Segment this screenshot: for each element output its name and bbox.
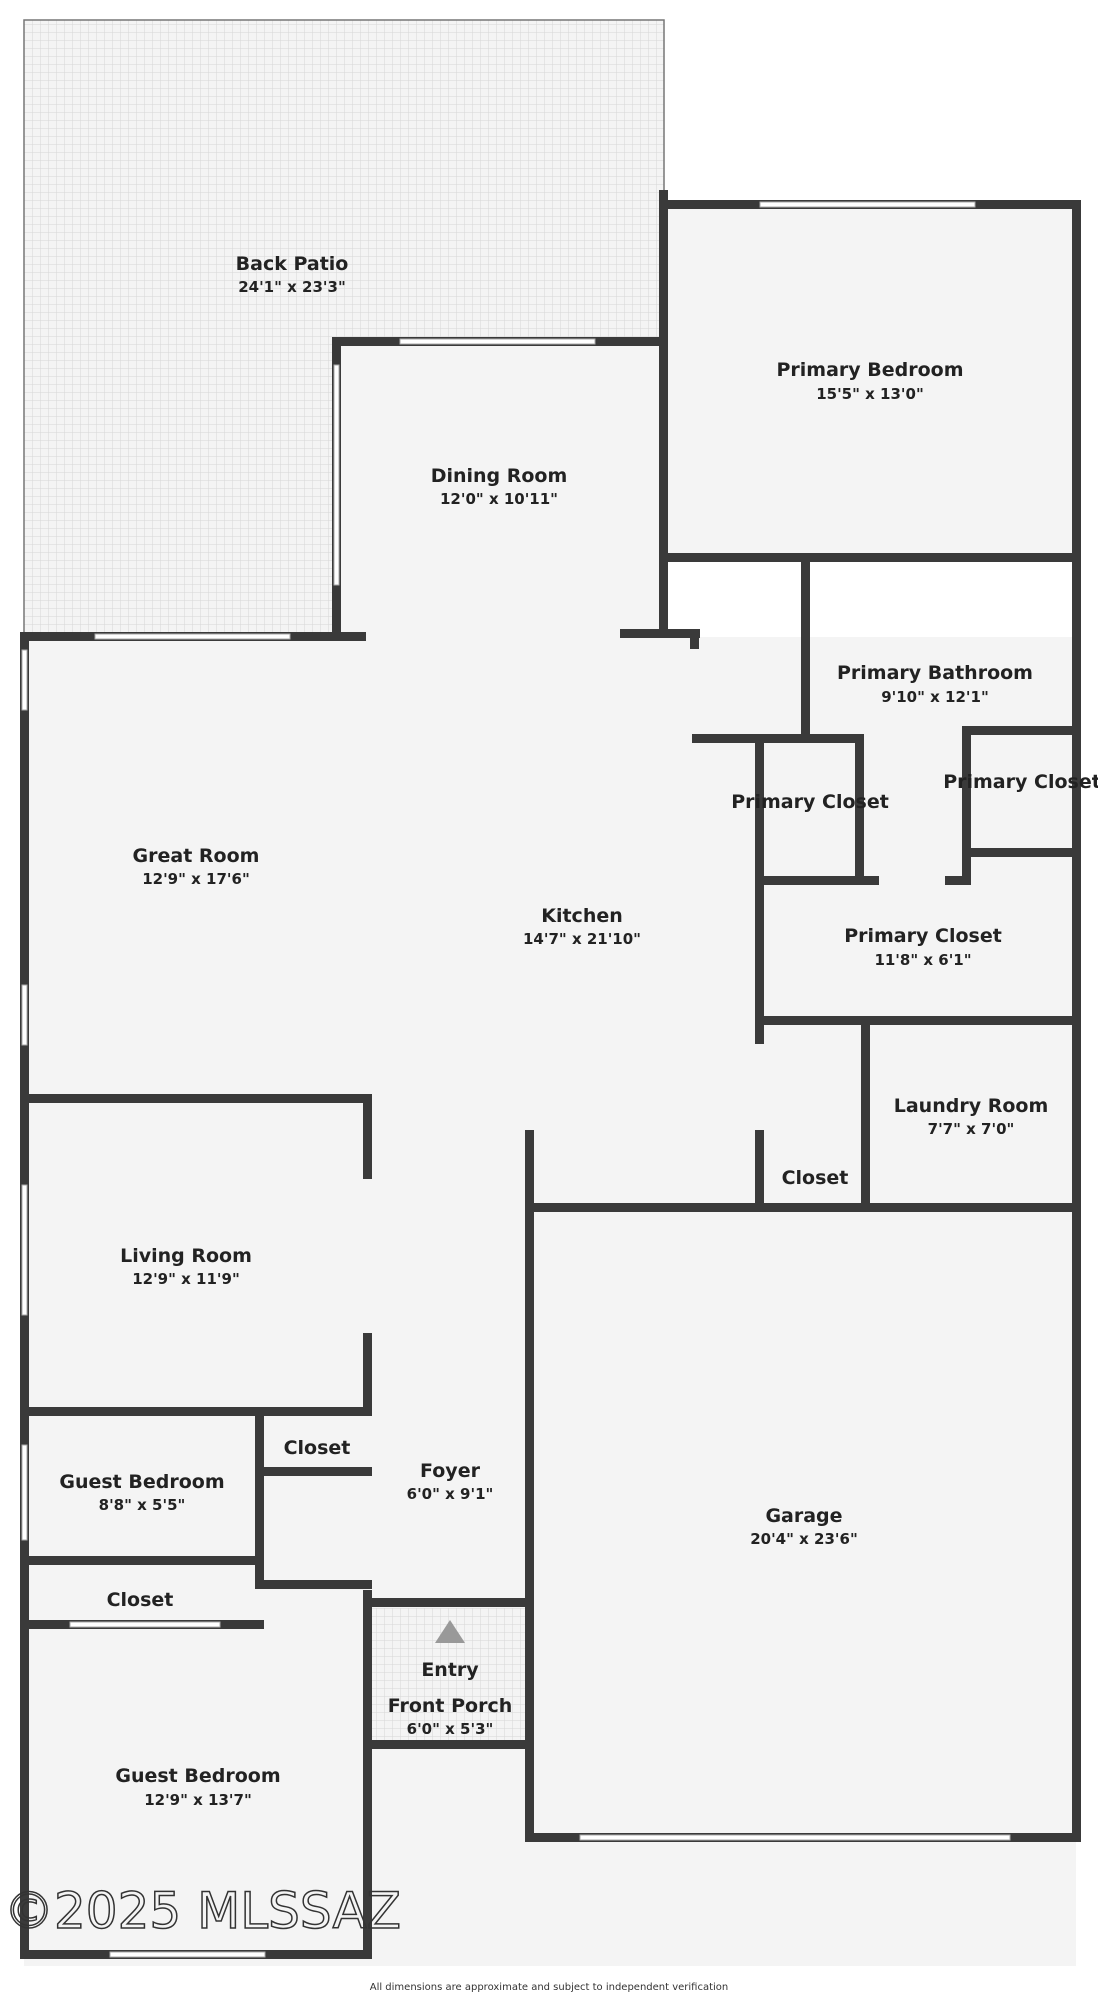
wall (692, 734, 864, 743)
window (21, 1184, 28, 1316)
wall (755, 876, 879, 885)
guest-closet-name: Closet (107, 1589, 174, 1611)
wall (755, 1016, 1081, 1025)
front-porch-dim: 6'0" x 5'3" (407, 1720, 494, 1738)
primary-closet-a-name: Primary Closet (731, 791, 889, 813)
wall (659, 190, 668, 630)
back-patio-dim: 24'1" x 23'3" (238, 278, 346, 296)
wall (962, 848, 1081, 857)
entry-name: Entry (421, 1659, 479, 1681)
primary-closet-b-name: Primary Closet (943, 771, 1098, 793)
guest-bedroom-large-name: Guest Bedroom (115, 1765, 280, 1787)
wall (755, 1130, 764, 1211)
wall (690, 629, 699, 649)
wall (20, 1407, 372, 1416)
window (333, 364, 340, 586)
wall (363, 1094, 372, 1179)
guest-bedroom-large-dim: 12'9" x 13'7" (144, 1791, 252, 1809)
wall (861, 1016, 870, 1211)
windows (21, 201, 1011, 1958)
watermark: ©2025 MLSSAZ (4, 1882, 401, 1940)
wall (255, 1467, 372, 1476)
floors (23, 19, 1076, 1966)
wall (659, 553, 1081, 562)
back-patio-name: Back Patio (236, 253, 349, 275)
entry-arrow-icon (435, 1620, 465, 1643)
footer-disclaimer: All dimensions are approximate and subje… (369, 1982, 729, 1993)
living-room-dim: 12'9" x 11'9" (132, 1270, 240, 1288)
primary-closet-c-name: Primary Closet (844, 925, 1002, 947)
dining-room-dim: 12'0" x 10'11" (440, 490, 558, 508)
great-room-name: Great Room (133, 845, 260, 867)
laundry-closet-name: Closet (782, 1167, 849, 1189)
window (579, 1834, 1011, 1841)
wall (525, 1130, 534, 1842)
wall (962, 726, 971, 884)
wall (363, 1590, 372, 1959)
wall (801, 553, 810, 743)
foyer-name: Foyer (420, 1460, 481, 1482)
foyer-dim: 6'0" x 9'1" (407, 1485, 494, 1503)
primary-bedroom-floor (664, 205, 1076, 557)
wall (855, 734, 864, 884)
primary-bedroom-name: Primary Bedroom (776, 359, 963, 381)
main-floor (24, 637, 1076, 1966)
window (109, 1951, 266, 1958)
wall (755, 734, 764, 1044)
wall (620, 629, 700, 638)
kitchen-dim: 14'7" x 21'10" (523, 930, 641, 948)
garage-name: Garage (765, 1505, 842, 1527)
primary-closet-c-dim: 11'8" x 6'1" (874, 951, 971, 969)
front-porch-name: Front Porch (388, 1695, 513, 1717)
window (759, 201, 976, 208)
dining-room-name: Dining Room (431, 465, 568, 487)
window (69, 1621, 221, 1628)
garage-dim: 20'4" x 23'6" (750, 1530, 858, 1548)
laundry-room-dim: 7'7" x 7'0" (928, 1120, 1015, 1138)
wall (20, 1094, 372, 1103)
wall (20, 1556, 264, 1565)
hall-closet-name: Closet (284, 1437, 351, 1459)
window (21, 984, 28, 1046)
wall (363, 1740, 534, 1749)
primary-bedroom-dim: 15'5" x 13'0" (816, 385, 924, 403)
wall (962, 726, 1081, 735)
room-labels: Back Patio 24'1" x 23'3" Dining Room 12'… (59, 253, 1098, 1809)
living-room-name: Living Room (120, 1245, 252, 1267)
kitchen-name: Kitchen (541, 905, 623, 927)
wall (363, 1598, 534, 1607)
guest-bedroom-small-dim: 8'8" x 5'5" (99, 1496, 186, 1514)
guest-bedroom-small-name: Guest Bedroom (59, 1471, 224, 1493)
window (21, 649, 28, 711)
wall (255, 1580, 372, 1589)
primary-bathroom-name: Primary Bathroom (837, 662, 1033, 684)
wall (529, 1203, 1081, 1212)
wall (945, 876, 971, 885)
great-room-dim: 12'9" x 17'6" (142, 870, 250, 888)
primary-bathroom-dim: 9'10" x 12'1" (881, 688, 989, 706)
window (399, 338, 596, 345)
wall (255, 1407, 264, 1580)
window (21, 1444, 28, 1541)
window (94, 633, 291, 640)
wall (363, 1333, 372, 1413)
dining-room-floor (336, 342, 664, 637)
laundry-room-name: Laundry Room (894, 1095, 1049, 1117)
